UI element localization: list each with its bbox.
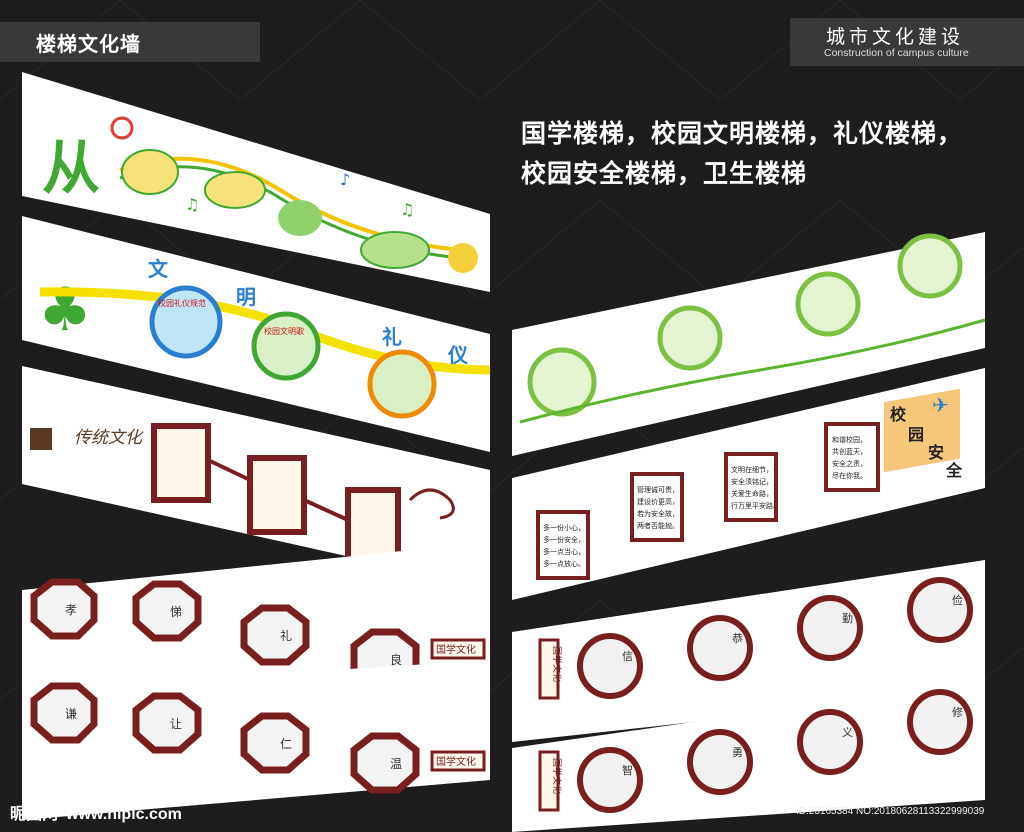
safety-banner <box>884 388 960 473</box>
tradition-frame-3 <box>345 487 401 567</box>
header-right-bar <box>790 18 1024 66</box>
safety-board-line: 安全之责， <box>832 459 867 468</box>
safety-board-line: 两者否能抛。 <box>637 521 679 530</box>
guoxue-char: 智 <box>622 763 633 777</box>
guoxue-char: 谦 <box>65 707 77 721</box>
guoxue-label: 国学文化 <box>436 755 476 768</box>
guoxue-char: 悌 <box>170 605 182 619</box>
safety-board-2 <box>630 472 684 542</box>
panel-guoxue-right-bottom: 智 勇 义 修 国学文化 <box>512 680 985 832</box>
guoxue-label: 国学文化 <box>551 646 563 682</box>
safety-board-3 <box>724 452 778 522</box>
guoxue-char: 温 <box>390 757 402 771</box>
guoxue-char: 俭 <box>952 593 963 607</box>
city-culture-title: 城市文化建设 <box>826 26 965 48</box>
guoxue-char: 孝 <box>65 603 77 617</box>
header-left-bar <box>0 22 260 62</box>
panel-guoxue-left-bottom: 谦 让 仁 温 国学文化 <box>22 660 490 820</box>
logo-figures: 从 <box>42 134 100 202</box>
safety-board-line: 管理诚可贵， <box>637 485 679 494</box>
guoxue-char: 仁 <box>280 737 292 751</box>
safety-board-line: 关爱生命路， <box>731 489 773 498</box>
image-id: ID:23165384 NO:20180628113322999039 <box>796 806 985 817</box>
safety-board-line: 多一份小心， <box>543 523 585 532</box>
safety-char: 全 <box>945 461 963 480</box>
headline-line-1: 国学楼梯，校园文明楼梯，礼仪楼梯， <box>521 119 964 148</box>
safety-char: 校 <box>890 405 907 424</box>
music-note-icon: ♪ <box>340 170 350 189</box>
guoxue-char: 义 <box>842 726 853 739</box>
page-title: 楼梯文化墙 <box>36 32 141 56</box>
safety-board-line: 行万里平安路。 <box>731 501 780 510</box>
music-note-icon: ♫ <box>185 195 199 214</box>
scroll-icon <box>30 428 52 450</box>
safety-board-4 <box>824 422 880 492</box>
guoxue-char: 信 <box>622 650 633 663</box>
city-culture-subtitle: Construction of campus culture <box>824 47 969 59</box>
civility-badge-2 <box>251 311 321 381</box>
guoxue-char: 良 <box>390 652 402 667</box>
watermark-site: www.nipic.com <box>66 806 182 823</box>
palm-tree-icon: ♣ <box>38 275 92 345</box>
guoxue-char: 修 <box>952 705 963 719</box>
sun-icon <box>110 116 134 140</box>
headline: 国学楼梯，校园文明楼梯，礼仪楼梯， 校园安全楼梯，卫生楼梯 <box>521 114 1011 194</box>
civility-badge-2-label: 校园文明歌 <box>264 326 304 336</box>
guoxue-char: 勤 <box>842 612 853 625</box>
safety-board-line: 多一点放心。 <box>543 559 585 568</box>
safety-char: 园 <box>908 425 924 444</box>
guoxue-char: 勇 <box>732 746 743 759</box>
guoxue-char: 礼 <box>280 628 292 643</box>
bird-icon: ✈ <box>932 393 949 417</box>
civility-char-wen: 文 <box>148 257 169 281</box>
safety-board-line: 多一点当心， <box>543 547 585 556</box>
guoxue-char: 让 <box>170 717 182 731</box>
safety-board-line: 尽在你我。 <box>832 471 867 480</box>
music-note-icon: ♫ <box>400 200 414 219</box>
tradition-title: 传统文化 <box>74 428 144 448</box>
panel-guoxue-right-top: 信 恭 勤 俭 国学文化 <box>512 560 985 742</box>
safety-board-line: 共创蓝天， <box>832 447 867 456</box>
civility-char-yi: 仪 <box>447 343 469 367</box>
cd-icon <box>448 243 478 273</box>
guoxue-char: 恭 <box>732 632 743 645</box>
safety-board-line: 多一份安全， <box>543 535 585 544</box>
guoxue-label: 国学文化 <box>436 643 476 656</box>
guoxue-label: 国学文化 <box>551 758 563 794</box>
safety-board-1 <box>536 510 590 580</box>
safety-char: 安 <box>928 443 944 462</box>
cloud-icon <box>408 488 455 520</box>
panel-tradition: 传统文化 ♞ <box>22 366 490 588</box>
civility-badge-3 <box>367 349 437 419</box>
panel-civility: ♣ 校园礼仪规范 校园文明歌 文 明 礼 仪 <box>22 216 491 452</box>
watermark: 昵图网 www.nipic.com <box>10 800 182 824</box>
civility-badge-1 <box>149 285 223 359</box>
safety-board-line: 建设价更高， <box>637 497 679 506</box>
panel-green-leaves <box>512 232 986 456</box>
tradition-frame-2 <box>247 455 307 535</box>
safety-board-line: 文明在细节， <box>731 465 773 474</box>
headline-line-2: 校园安全楼梯，卫生楼梯 <box>521 159 808 188</box>
civility-char-ming: 明 <box>236 285 256 309</box>
civility-badge-1-label: 校园礼仪规范 <box>158 298 206 308</box>
civility-char-li: 礼 <box>382 325 402 349</box>
panel-safety: 校 园 安 全 ✈ 多一份小心， 多一份安全， 多一点当心， 多一点放心。 管理… <box>512 368 985 600</box>
safety-board-line: 安全须铭记， <box>731 477 773 486</box>
safety-board-line: 和谐校园， <box>832 435 867 444</box>
watermark-brand: 昵图网 <box>10 804 59 823</box>
safety-board-line: 若为安全故， <box>637 509 679 518</box>
tradition-frame-1 <box>151 423 211 503</box>
panel-music: 从 ♫ ♪ ♫ <box>22 72 490 292</box>
